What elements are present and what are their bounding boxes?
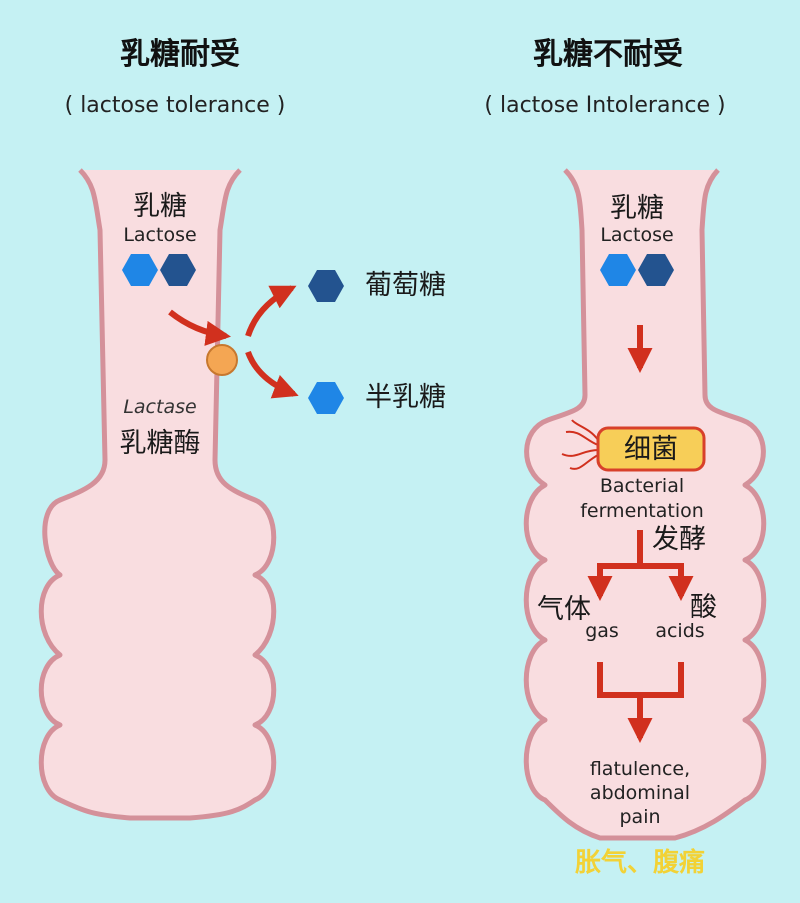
bacterial-en-label: Bacterial <box>599 475 685 497</box>
bacteria-flagella <box>561 419 599 470</box>
right-lactose-cn-label: 乳糖 <box>610 193 664 224</box>
left-arrow-to-lactase <box>168 309 231 346</box>
gas-cn-label: 气体 <box>537 594 591 625</box>
fermentation-cn-label: 发酵 <box>652 524 706 555</box>
lactase-cn-label: 乳糖酶 <box>119 428 201 459</box>
right-lactose-hex-glucose <box>600 254 636 286</box>
left-title: 乳糖耐受 <box>120 37 240 72</box>
lactase-enzyme-circle <box>206 344 238 376</box>
result-converge-arrows <box>597 662 684 744</box>
right-lactose-hex-galactose <box>638 254 674 286</box>
left-lactose-en-label: Lactose <box>123 224 197 246</box>
galactose-label: 半乳糖 <box>365 382 446 413</box>
right-title: 乳糖不耐受 <box>533 37 683 72</box>
glucose-label: 葡萄糖 <box>365 270 446 301</box>
right-lactose-molecule <box>600 254 674 286</box>
left-arrow-to-galactose <box>245 350 299 399</box>
galactose-hex <box>308 382 344 414</box>
result-cn-label: 胀气、腹痛 <box>574 848 706 878</box>
left-lactose-hex-glucose <box>122 254 158 286</box>
bacteria-box <box>596 426 706 472</box>
left-lactose-molecule <box>122 254 196 286</box>
gas-en-label: gas <box>585 620 619 642</box>
left-arrow-to-glucose <box>245 285 297 337</box>
fermentation-en-label: fermentation <box>580 500 704 522</box>
lactase-en-label: Lactase <box>123 396 197 418</box>
right-lactose-en-label: Lactose <box>600 224 674 246</box>
left-intestine <box>38 168 277 821</box>
result-en-label: flatulence, abdominal pain <box>589 758 691 828</box>
acid-cn-label: 酸 <box>690 592 717 623</box>
left-lactose-hex-galactose <box>160 254 196 286</box>
bacteria-label: 细菌 <box>624 434 678 465</box>
fermentation-branch-arrows <box>587 530 694 602</box>
right-intestine <box>523 168 767 841</box>
right-subtitle: ( lactose Intolerance ) <box>484 93 726 118</box>
left-lactose-cn-label: 乳糖 <box>133 191 187 222</box>
glucose-hex <box>308 270 344 302</box>
left-subtitle: ( lactose tolerance ) <box>64 93 286 118</box>
acid-en-label: acids <box>655 620 705 642</box>
